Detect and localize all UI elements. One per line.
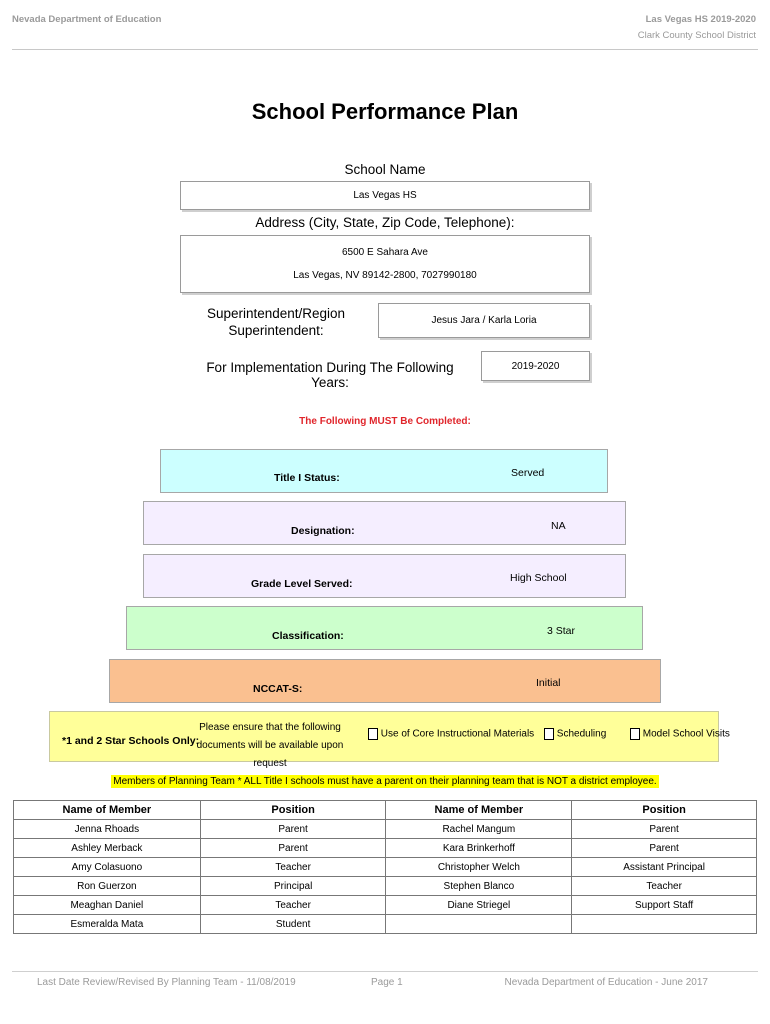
title-i-status-band: Title I Status: Served bbox=[160, 449, 608, 493]
star-schools-note-line1: Please ensure that the following bbox=[199, 722, 341, 733]
superintendent-label-line2: Superintendent: bbox=[228, 323, 324, 338]
member-position[interactable]: Teacher bbox=[571, 876, 757, 896]
footer-divider bbox=[12, 971, 758, 972]
star-schools-note-line2: documents will be available upon request bbox=[196, 740, 344, 769]
school-name-label: School Name bbox=[344, 162, 426, 177]
table-row: Ashley Merback Parent Kara Brinkerhoff P… bbox=[13, 838, 757, 858]
star-schools-box: *1 and 2 Star Schools Only: Please ensur… bbox=[49, 711, 730, 769]
member-name[interactable]: Ashley Merback bbox=[13, 838, 201, 858]
member-position[interactable]: Parent bbox=[199, 838, 387, 858]
member-position[interactable]: Teacher bbox=[199, 895, 387, 915]
address-line2: Las Vegas, NV 89142-2800, 7027990180 bbox=[293, 270, 477, 281]
column-header-name: Name of Member bbox=[385, 800, 573, 820]
header-agency: Nevada Department of Education bbox=[12, 14, 162, 25]
address-field[interactable]: 6500 E Sahara Ave Las Vegas, NV 89142-28… bbox=[180, 235, 590, 293]
column-header-position: Position bbox=[571, 800, 757, 820]
header-divider bbox=[12, 49, 758, 50]
member-position[interactable]: Teacher bbox=[199, 857, 387, 877]
header-school-year: Las Vegas HS 2019-2020 bbox=[645, 14, 756, 25]
column-header-position: Position bbox=[199, 800, 387, 820]
grade-level-label: Grade Level Served: bbox=[251, 578, 353, 590]
table-row: Amy Colasuono Teacher Christopher Welch … bbox=[13, 857, 757, 877]
table-row: Meaghan Daniel Teacher Diane Striegel Su… bbox=[13, 895, 757, 915]
star-schools-label: *1 and 2 Star Schools Only: bbox=[62, 735, 200, 747]
must-complete-heading: The Following MUST Be Completed: bbox=[299, 416, 471, 427]
member-name[interactable]: Amy Colasuono bbox=[13, 857, 201, 877]
member-position[interactable]: Parent bbox=[571, 819, 757, 839]
core-materials-option[interactable]: Use of Core Instructional Materials bbox=[368, 728, 534, 740]
table-row: Jenna Rhoads Parent Rachel Mangum Parent bbox=[13, 819, 757, 839]
member-name[interactable]: Christopher Welch bbox=[385, 857, 573, 877]
title-i-status-value[interactable]: Served bbox=[511, 467, 545, 479]
school-name-value: Las Vegas HS bbox=[353, 190, 417, 201]
designation-band: Designation: NA bbox=[143, 501, 626, 545]
designation-value[interactable]: NA bbox=[551, 520, 566, 532]
page-title: School Performance Plan bbox=[251, 99, 519, 124]
school-name-field[interactable]: Las Vegas HS bbox=[180, 181, 590, 210]
implementation-label: For Implementation During The Following … bbox=[206, 360, 454, 390]
table-row: Ron Guerzon Principal Stephen Blanco Tea… bbox=[13, 876, 757, 896]
member-name[interactable]: Esmeralda Mata bbox=[13, 914, 201, 934]
star-schools-note: Please ensure that the following documen… bbox=[190, 719, 350, 773]
superintendent-label-line1: Superintendent/Region bbox=[206, 306, 346, 321]
grade-level-value[interactable]: High School bbox=[510, 572, 567, 584]
member-name[interactable] bbox=[385, 914, 573, 934]
core-materials-checkbox[interactable] bbox=[368, 728, 378, 740]
classification-value[interactable]: 3 Star bbox=[547, 625, 576, 637]
member-name[interactable]: Diane Striegel bbox=[385, 895, 573, 915]
member-position[interactable]: Student bbox=[199, 914, 387, 934]
implementation-years-value: 2019-2020 bbox=[511, 360, 560, 372]
member-position[interactable]: Parent bbox=[199, 819, 387, 839]
table-header-row: Name of Member Position Name of Member P… bbox=[13, 800, 757, 820]
column-header-name: Name of Member bbox=[13, 800, 201, 820]
member-name[interactable]: Meaghan Daniel bbox=[13, 895, 201, 915]
grade-level-band: Grade Level Served: High School bbox=[143, 554, 626, 598]
model-school-visits-checkbox[interactable] bbox=[630, 728, 640, 740]
footer-page-number: Page 1 bbox=[371, 977, 403, 988]
scheduling-option[interactable]: Scheduling bbox=[544, 728, 606, 740]
member-name[interactable]: Stephen Blanco bbox=[385, 876, 573, 896]
classification-band: Classification: 3 Star bbox=[126, 606, 643, 650]
member-position[interactable] bbox=[571, 914, 757, 934]
nccat-s-label: NCCAT-S: bbox=[253, 683, 303, 695]
member-position[interactable]: Assistant Principal bbox=[571, 857, 757, 877]
planning-team-note: Members of Planning Team * ALL Title I s… bbox=[0, 771, 770, 789]
member-position[interactable]: Parent bbox=[571, 838, 757, 858]
title-i-status-label: Title I Status: bbox=[274, 472, 340, 484]
superintendent-field[interactable]: Jesus Jara / Karla Loria bbox=[378, 303, 590, 338]
nccat-s-value[interactable]: Initial bbox=[536, 677, 561, 689]
footer-review-date: Last Date Review/Revised By Planning Tea… bbox=[37, 977, 296, 988]
member-position[interactable]: Principal bbox=[199, 876, 387, 896]
member-name[interactable]: Rachel Mangum bbox=[385, 819, 573, 839]
address-label: Address (City, State, Zip Code, Telephon… bbox=[255, 215, 515, 230]
address-line1: 6500 E Sahara Ave bbox=[342, 247, 428, 258]
core-materials-label: Use of Core Instructional Materials bbox=[380, 728, 535, 740]
model-school-visits-label: Model School Visits bbox=[642, 728, 730, 740]
member-name[interactable]: Ron Guerzon bbox=[13, 876, 201, 896]
scheduling-label: Scheduling bbox=[556, 728, 607, 740]
planning-team-note-text: Members of Planning Team * ALL Title I s… bbox=[111, 775, 659, 788]
scheduling-checkbox[interactable] bbox=[544, 728, 554, 740]
implementation-years-field[interactable]: 2019-2020 bbox=[481, 351, 590, 381]
member-position[interactable]: Support Staff bbox=[571, 895, 757, 915]
header-district: Clark County School District bbox=[637, 30, 756, 41]
superintendent-value: Jesus Jara / Karla Loria bbox=[431, 315, 537, 326]
superintendent-label: Superintendent/Region Superintendent: bbox=[196, 305, 356, 339]
classification-label: Classification: bbox=[272, 630, 344, 642]
table-row: Esmeralda Mata Student bbox=[13, 914, 757, 934]
planning-team-table: Name of Member Position Name of Member P… bbox=[13, 800, 757, 934]
model-school-visits-option[interactable]: Model School Visits bbox=[630, 728, 730, 740]
designation-label: Designation: bbox=[291, 525, 355, 537]
member-name[interactable]: Kara Brinkerhoff bbox=[385, 838, 573, 858]
footer-agency-date: Nevada Department of Education - June 20… bbox=[504, 977, 708, 988]
nccat-s-band: NCCAT-S: Initial bbox=[109, 659, 661, 703]
member-name[interactable]: Jenna Rhoads bbox=[13, 819, 201, 839]
